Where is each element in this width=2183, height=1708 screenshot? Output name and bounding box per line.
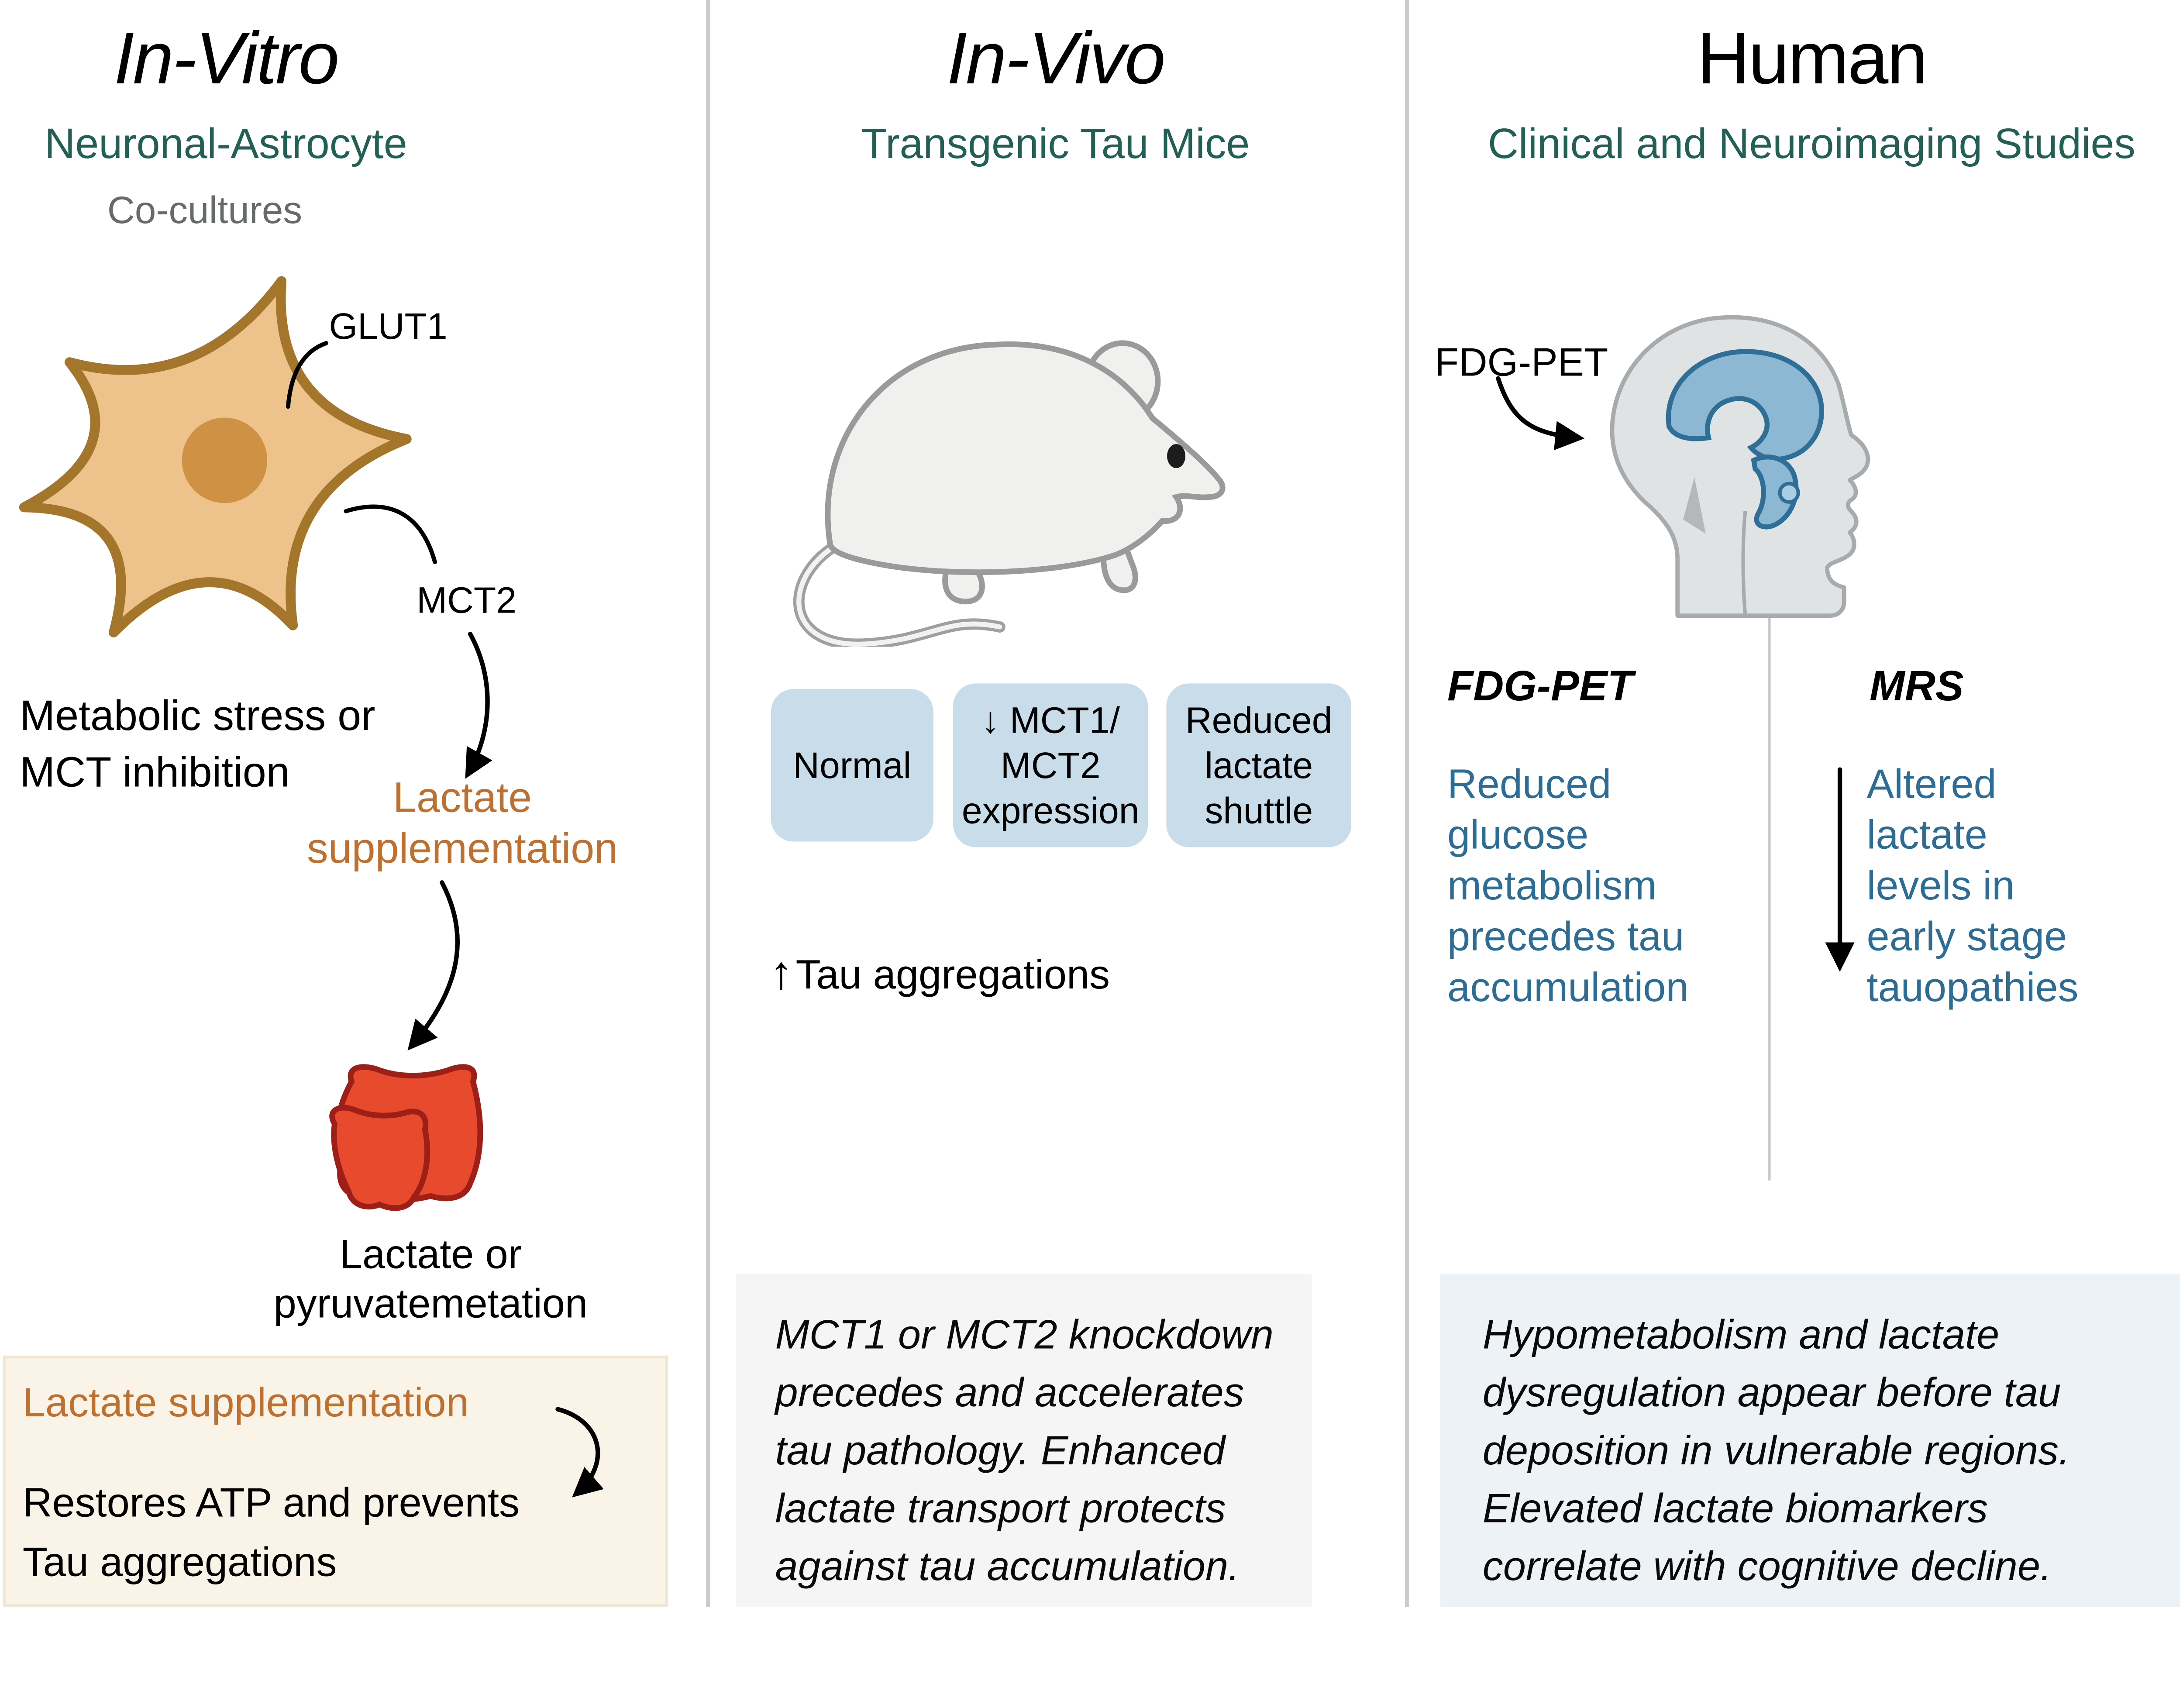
invivo-summary-box: MCT1 or MCT2 knockdown precedes and acce… <box>735 1274 1312 1607</box>
mrs-heading: MRS <box>1870 664 1964 710</box>
neck-crease <box>1741 511 1747 616</box>
fdg-pet-heading: FDG-PET <box>1447 664 1633 710</box>
stage-box-mct-expression: ↓ MCT1/ MCT2 expression <box>953 683 1148 847</box>
arrow-mct2-to-lactate <box>465 631 492 779</box>
invitro-summary-text: Restores ATP and prevents Tau aggregatio… <box>22 1481 520 1586</box>
column-divider-invitro-invivo <box>706 0 710 1607</box>
astrocyte-illustration <box>19 276 412 637</box>
column-divider-invivo-human <box>1405 0 1409 1607</box>
mouse-illustration <box>793 340 1226 647</box>
aggregate-lump-small <box>329 1105 430 1211</box>
stage-box-normal-label: Normal <box>793 744 912 787</box>
face-shadow-sliver <box>1683 477 1706 534</box>
fdg-mrs-divider <box>1768 604 1771 1181</box>
fdg-pet-finding-text: Reduced glucose metabolism precedes tau … <box>1447 762 1689 1011</box>
tau-aggregate-illustration <box>329 1064 483 1211</box>
human-summary-text: Hypometabolism and lactate dysregulation… <box>1482 1313 2070 1590</box>
tau-aggregations-text: Tau aggregations <box>795 953 1110 999</box>
human-title: Human <box>1697 18 1928 100</box>
glut1-label: GLUT1 <box>329 305 448 348</box>
astrocyte-nucleus <box>182 417 268 503</box>
brain-nucleus-dot <box>1778 482 1800 504</box>
head-brain-illustration <box>1610 315 1870 618</box>
brain-hippocampus <box>1751 455 1799 530</box>
mouse-body <box>825 341 1226 575</box>
summary-highlight: Lactate supplementation <box>22 1381 469 1426</box>
mouse-eye <box>1167 444 1186 468</box>
human-subtitle: Clinical and Neuroimaging Studies <box>1487 121 2135 168</box>
mrs-finding-text: Altered lactate levels in early stage ta… <box>1866 762 2079 1011</box>
mct2-label: MCT2 <box>417 579 516 622</box>
invivo-summary-text: MCT1 or MCT2 knockdown precedes and acce… <box>775 1313 1274 1590</box>
invivo-subtitle: Transgenic Tau Mice <box>861 121 1250 168</box>
stage-box-lactate-shuttle: Reduced lactate shuttle <box>1166 683 1352 847</box>
metabolic-stress-text: Metabolic stress or MCT inhibition <box>20 693 375 797</box>
up-arrow-icon: ↑ <box>769 946 796 999</box>
arrow-fdgpet-to-head <box>1496 376 1585 451</box>
blob-caption: Lactate or pyruvatemetation <box>273 1233 588 1328</box>
invitro-summary-box: Lactate supplementation Restores ATP and… <box>3 1355 668 1607</box>
lactate-supplementation-text: Lactate supplementation <box>307 775 618 873</box>
human-summary-box: Hypometabolism and lactate dysregulation… <box>1440 1274 2180 1607</box>
invitro-subtitle: Neuronal-Astrocyte <box>45 121 407 168</box>
invitro-title: In-Vitro <box>114 18 339 100</box>
stage-box-normal: Normal <box>771 689 933 842</box>
stage-box-lactate-shuttle-label: Reduced lactate shuttle <box>1185 699 1333 832</box>
stage-box-mct-expression-label: ↓ MCT1/ MCT2 expression <box>961 699 1140 832</box>
arrow-lactate-to-aggregate <box>407 880 460 1051</box>
tau-aggregations-line: ↑Tau aggregations <box>770 946 1110 1000</box>
invitro-subtitle2: Co-cultures <box>107 189 303 232</box>
figure-canvas: In-Vitro Neuronal-Astrocyte Co-cultures … <box>3 0 2180 1607</box>
invivo-title: In-Vivo <box>947 18 1166 100</box>
